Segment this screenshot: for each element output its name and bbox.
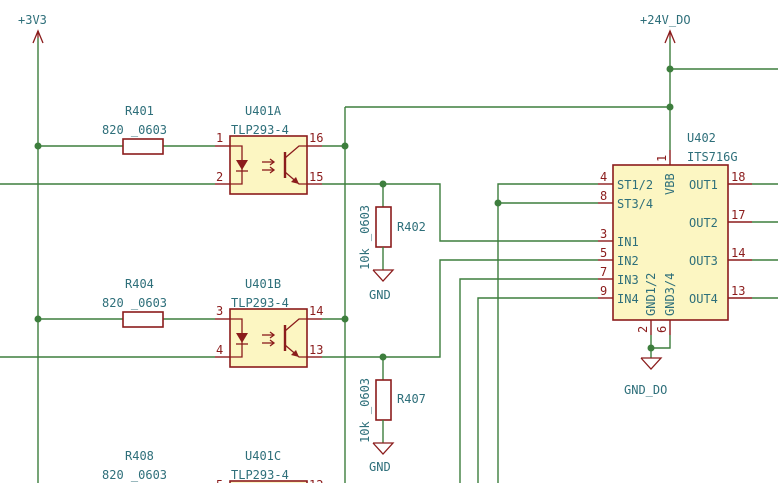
resistor-r401: R401 820 _0603 [102, 104, 167, 155]
led-icon [236, 333, 248, 343]
wire-gnd-do [650, 335, 671, 349]
resistor-ref: R407 [397, 392, 426, 406]
resistor-value: 820 _0603 [102, 123, 167, 137]
optocoupler-u401a: U401A TLP293-4 1 2 16 15 [215, 104, 323, 195]
opto-value: TLP293-4 [231, 296, 289, 310]
resistor-ref: R408 [125, 449, 154, 463]
gnd-do-label: GND_DO [624, 383, 667, 397]
svg-text:1: 1 [655, 155, 669, 162]
power-24v-label: +24V_DO [640, 13, 691, 27]
led-icon [236, 160, 248, 170]
svg-text:2: 2 [216, 170, 223, 184]
junction-dot [666, 65, 674, 73]
svg-text:9: 9 [600, 284, 607, 298]
svg-text:OUT4: OUT4 [689, 292, 718, 306]
resistor-body [122, 138, 164, 155]
junction-dot [666, 103, 674, 111]
wire-in4 [477, 297, 598, 483]
driver-u402: U402 ITS716G 1 VBB 4 ST1/2 8 ST3/4 3 IN1… [598, 131, 752, 397]
resistor-ref: R401 [125, 104, 154, 118]
ground-icon [372, 442, 395, 455]
svg-text:7: 7 [600, 265, 607, 279]
junction-dot [341, 315, 349, 323]
svg-text:GND1/2: GND1/2 [644, 273, 658, 316]
svg-text:13: 13 [309, 343, 323, 357]
svg-text:16: 16 [309, 131, 323, 145]
resistor-value: 820 _0603 [102, 468, 167, 482]
opto-body [229, 480, 308, 483]
svg-text:3: 3 [600, 227, 607, 241]
svg-text:15: 15 [309, 170, 323, 184]
optocoupler-u401c: U401C TLP293-4 5 12 [216, 449, 323, 483]
svg-text:4: 4 [600, 170, 607, 184]
svg-text:6: 6 [655, 326, 669, 333]
junction-dot [379, 180, 387, 188]
junction-dot [341, 142, 349, 150]
power-3v3-symbol: +3V3 [18, 13, 47, 44]
svg-text:13: 13 [731, 284, 745, 298]
junction-dot [379, 353, 387, 361]
opto-ref: U401C [245, 449, 281, 463]
svg-text:IN4: IN4 [617, 292, 639, 306]
ground-icon [372, 269, 395, 282]
svg-text:3: 3 [216, 304, 223, 318]
wire-in3 [459, 278, 598, 483]
svg-text:ST3/4: ST3/4 [617, 197, 653, 211]
driver-value: ITS716G [687, 150, 738, 164]
svg-text:OUT3: OUT3 [689, 254, 718, 268]
gnd-label: GND [369, 460, 391, 474]
svg-text:8: 8 [600, 189, 607, 203]
resistor-body [122, 311, 164, 328]
resistor-r402: R402 10k _0603 GND [358, 205, 426, 302]
svg-text:GND3/4: GND3/4 [663, 273, 677, 316]
power-24v-symbol: +24V_DO [640, 13, 691, 44]
svg-text:VBB: VBB [663, 173, 677, 195]
svg-text:IN2: IN2 [617, 254, 639, 268]
svg-text:4: 4 [216, 343, 223, 357]
wires [0, 38, 778, 483]
junction-dot [34, 315, 42, 323]
driver-body [612, 164, 729, 321]
power-3v3-label: +3V3 [18, 13, 47, 27]
opto-value: TLP293-4 [231, 123, 289, 137]
gnd-label: GND [369, 288, 391, 302]
resistor-value: 820 _0603 [102, 296, 167, 310]
opto-value: TLP293-4 [231, 468, 289, 482]
resistor-r407: R407 10k _0603 GND [358, 378, 426, 474]
opto-ref: U401B [245, 277, 281, 291]
svg-text:12: 12 [309, 478, 323, 483]
optocoupler-u401b: U401B TLP293-4 3 4 14 13 [215, 277, 323, 368]
junction-dot [34, 142, 42, 150]
junction-dot [494, 199, 502, 207]
junctions [34, 65, 674, 361]
resistor-r404: R404 820 _0603 [102, 277, 167, 328]
svg-text:5: 5 [600, 246, 607, 260]
svg-text:18: 18 [731, 170, 745, 184]
wire-st12 [497, 183, 598, 483]
svg-text:IN3: IN3 [617, 273, 639, 287]
resistor-body [375, 379, 392, 421]
resistor-value: 10k _0603 [358, 378, 372, 443]
svg-text:17: 17 [731, 208, 745, 222]
svg-text:OUT2: OUT2 [689, 216, 718, 230]
svg-text:5: 5 [216, 478, 223, 483]
resistor-ref: R402 [397, 220, 426, 234]
driver-ref: U402 [687, 131, 716, 145]
opto-ref: U401A [245, 104, 282, 118]
opto-body [229, 308, 308, 368]
svg-text:IN1: IN1 [617, 235, 639, 249]
svg-text:14: 14 [309, 304, 323, 318]
resistor-r408: R408 820 _0603 [102, 449, 167, 482]
svg-text:ST1/2: ST1/2 [617, 178, 653, 192]
svg-text:2: 2 [636, 326, 650, 333]
svg-text:OUT1: OUT1 [689, 178, 718, 192]
resistor-ref: R404 [125, 277, 154, 291]
resistor-value: 10k _0603 [358, 205, 372, 270]
svg-text:1: 1 [216, 131, 223, 145]
svg-text:14: 14 [731, 246, 745, 260]
junction-dot [647, 344, 655, 352]
ground-icon [640, 357, 663, 370]
resistor-body [375, 206, 392, 248]
